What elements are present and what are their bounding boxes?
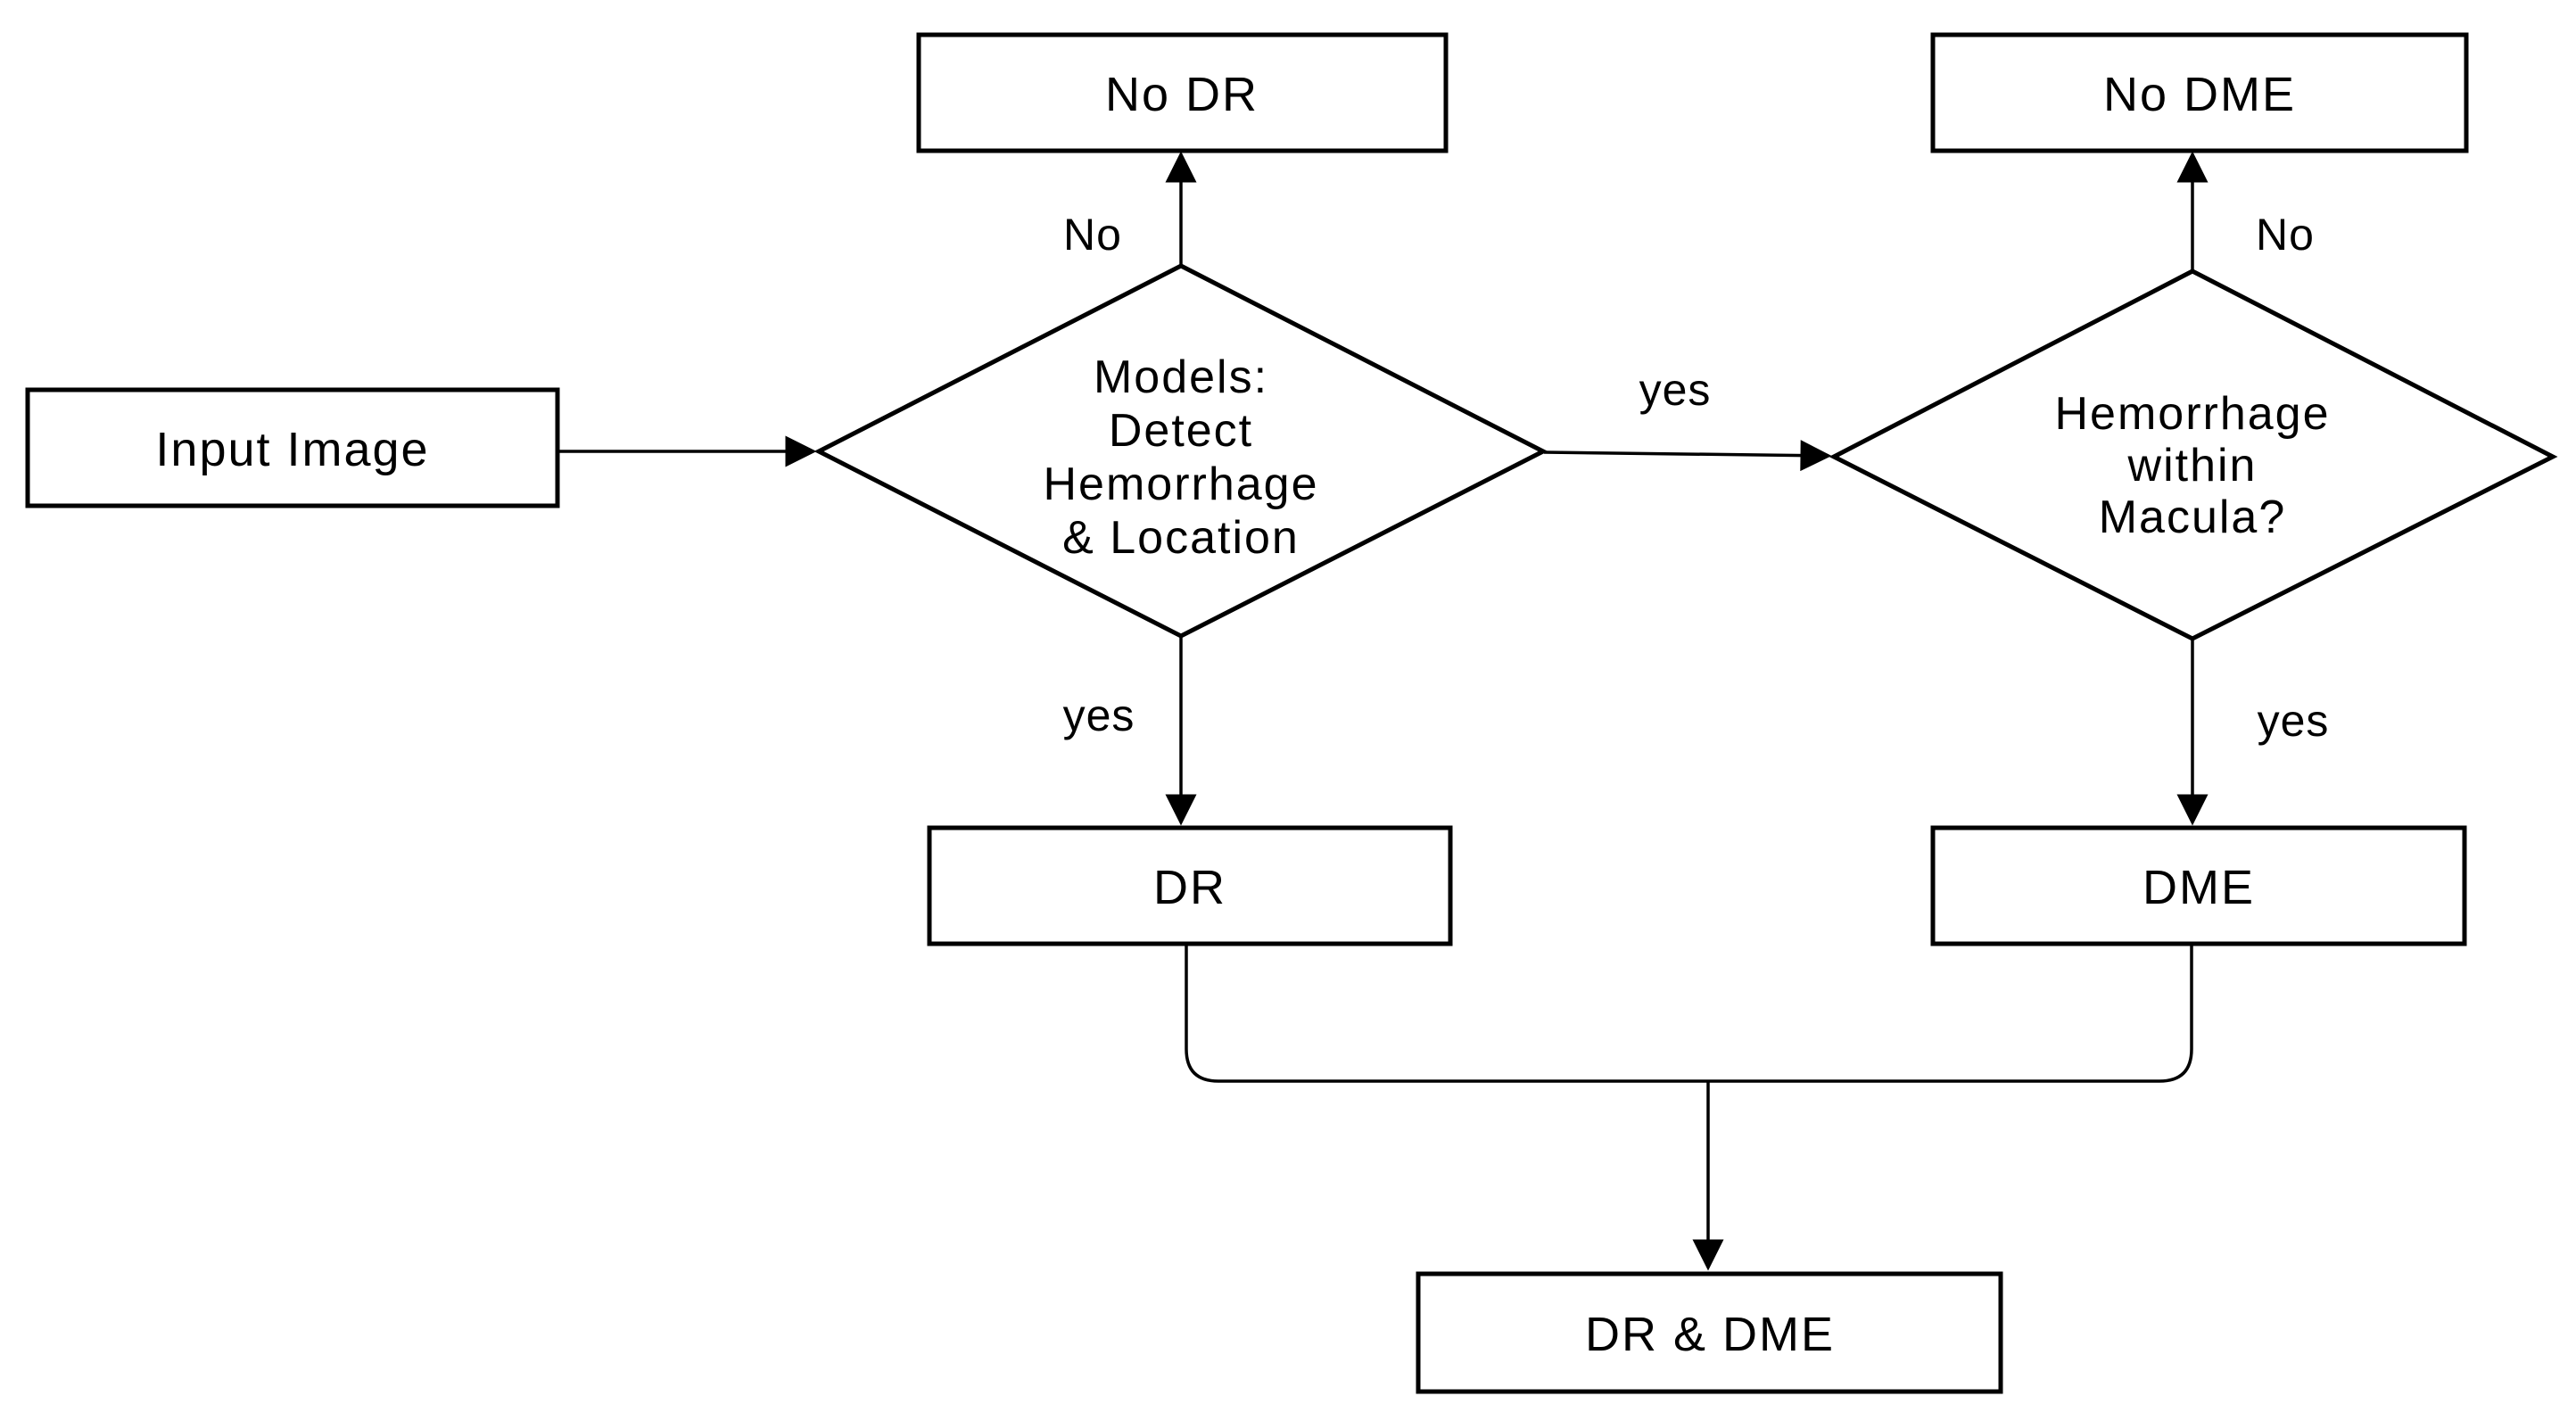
no-dme-box [1930, 32, 2469, 153]
edge-label-macula-yes: yes [2258, 696, 2330, 746]
dr-and-dme-box [1416, 1271, 2003, 1394]
node-detect-hemorrhage-decision: Models: Detect Hemorrhage & Location [813, 263, 1548, 639]
dr-label: DR [1153, 861, 1226, 914]
edge-label-detect-to-macula-yes: yes [1639, 365, 1712, 415]
detect-hemorrhage-line-1: Models: [1094, 351, 1268, 403]
detect-hemorrhage-line-4: & Location [1062, 512, 1300, 564]
hemorrhage-within-macula-line-2: within [2127, 440, 2258, 492]
no-dme-label: No DME [2103, 68, 2296, 121]
node-hemorrhage-within-macula-decision: Hemorrhage within Macula? [1829, 269, 2558, 641]
no-dr-box [916, 32, 1449, 153]
edge-label-macula-no: No [2256, 210, 2315, 260]
input-image-label: Input Image [155, 423, 429, 476]
node-dr-and-dme: DR & DME [1416, 1271, 2003, 1394]
dme-label: DME [2143, 861, 2255, 914]
edge-detect-to-macula [1543, 440, 1832, 472]
hemorrhage-within-macula-line-3: Macula? [2099, 492, 2287, 543]
edges [559, 151, 2209, 1271]
dr-and-dme-label: DR & DME [1585, 1308, 1835, 1361]
hemorrhage-within-macula-line-1: Hemorrhage [2054, 388, 2330, 440]
detect-hemorrhage-line-2: Detect [1109, 405, 1253, 457]
nodes: Input Image Models: Detect Hemorrhage & … [25, 32, 2558, 1394]
node-dme: DME [1930, 825, 2467, 946]
edge-dr-dme-merge [1185, 944, 2193, 1083]
input-image-box [25, 387, 560, 508]
node-no-dme: No DME [1930, 32, 2469, 153]
node-no-dr: No DR [916, 32, 1449, 153]
dme-box [1930, 825, 2467, 946]
edge-label-detect-no: No [1063, 210, 1122, 260]
node-input-image: Input Image [25, 387, 560, 508]
node-dr: DR [927, 825, 1453, 946]
edge-label-detect-yes: yes [1063, 690, 1135, 740]
detect-hemorrhage-diamond [813, 263, 1548, 639]
detect-hemorrhage-line-3: Hemorrhage [1043, 459, 1318, 510]
no-dr-label: No DR [1105, 68, 1259, 121]
hemorrhage-within-macula-diamond [1829, 269, 2558, 641]
edge-labels: No yes yes No yes [1063, 210, 2330, 746]
dr-box [927, 825, 1453, 946]
